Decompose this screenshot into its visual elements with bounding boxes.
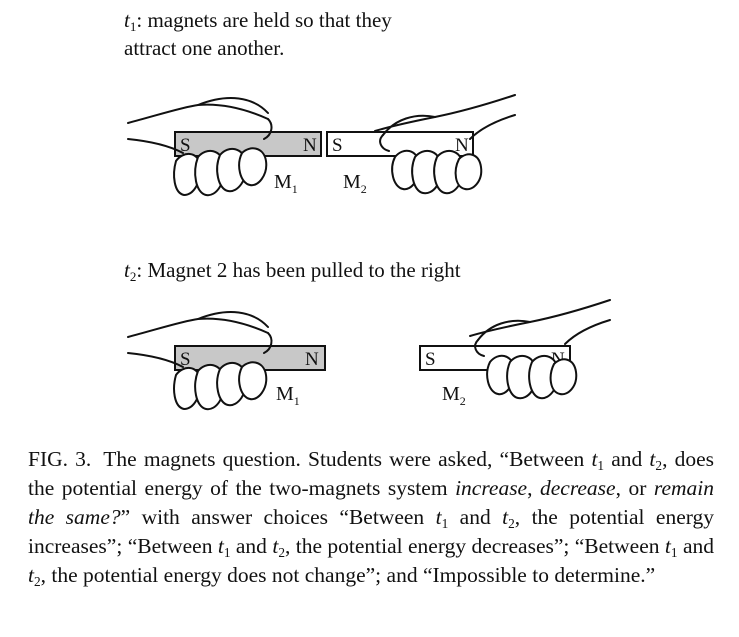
magnet-1-south-t1: S <box>180 135 191 156</box>
magnet-1-north-t2: N <box>305 349 319 370</box>
caption-option-same: remain the same? <box>28 476 715 529</box>
caption-sub: 1 <box>441 515 449 531</box>
caption-sub: 1 <box>597 457 605 473</box>
caption-text: , <box>527 476 540 500</box>
magnet-1-label-t1: M1 <box>274 171 298 196</box>
caption-option-decrease: decrease <box>539 476 616 500</box>
caption-t-var: t <box>664 534 671 558</box>
caption-text: The magnets question. Students were aske… <box>103 447 592 471</box>
magnet-1-north-t1: N <box>303 135 317 156</box>
caption-text: , the potential energy decreases”; “Betw… <box>284 534 665 558</box>
figure-label: FIG. 3. <box>28 447 92 471</box>
caption-text: , the potential energy does not change”;… <box>40 563 656 587</box>
caption-sub: 2 <box>278 544 285 560</box>
caption-text: , the potential energy increases”; “Betw… <box>28 505 715 558</box>
magnet-2-south-t2: S <box>425 349 436 370</box>
magnet-2-label-t1: M2 <box>343 171 367 196</box>
caption-t-var: t <box>591 447 598 471</box>
caption-sub: 1 <box>223 544 231 560</box>
caption-option-increase: increase <box>455 476 528 500</box>
t1-time-subscript: 1 <box>129 18 137 34</box>
t2-time-variable: t <box>124 258 130 282</box>
caption-text: , does the potential energy of the two-m… <box>28 447 714 500</box>
t1-heading-line1: t1: magnets are held so that they <box>124 8 392 33</box>
t2-heading-text: : Magnet 2 has been pulled to the right <box>136 258 461 282</box>
panel-t1-drawing: S N S N M1 M2 <box>127 94 516 197</box>
caption-t-var: t <box>649 447 656 471</box>
figure-caption: FIG. 3. The magnets question. Students we… <box>28 445 714 590</box>
caption-text: ” with answer choices “Between <box>120 505 436 529</box>
caption-t-var: t <box>272 534 279 558</box>
t2-heading: t2: Magnet 2 has been pulled to the righ… <box>124 258 461 283</box>
magnet-1-south-t2: S <box>180 349 191 370</box>
caption-text: and <box>230 534 273 558</box>
caption-t-var: t <box>502 505 509 529</box>
caption-sub: 2 <box>33 573 41 589</box>
magnet-2-label-t2: M2 <box>442 383 466 408</box>
caption-sub: 1 <box>670 544 678 560</box>
t1-heading-text: : magnets are held so that they <box>136 8 392 32</box>
magnet-1-label-t2: M1 <box>276 383 300 408</box>
caption-sub: 2 <box>655 457 663 473</box>
magnet-2-north-t1: N <box>455 135 469 156</box>
magnets-figure: S N S N M1 M2 S N S N M1 M2 <box>127 94 611 411</box>
t2-time-subscript: 2 <box>129 268 137 284</box>
caption-text: and <box>448 505 503 529</box>
caption-text: and <box>604 447 650 471</box>
t1-time-variable: t <box>124 8 130 32</box>
caption-text: and <box>677 534 714 558</box>
panel-t2-drawing: S N S N M1 M2 <box>127 299 611 411</box>
t1-heading-line2: attract one another. <box>124 36 285 60</box>
caption-sub: 2 <box>508 515 515 531</box>
caption-t-var: t <box>28 563 34 587</box>
caption-t-var: t <box>217 534 224 558</box>
magnet-2-south-t1: S <box>332 135 343 156</box>
caption-t-var: t <box>435 505 442 529</box>
caption-text: , or <box>615 476 654 500</box>
